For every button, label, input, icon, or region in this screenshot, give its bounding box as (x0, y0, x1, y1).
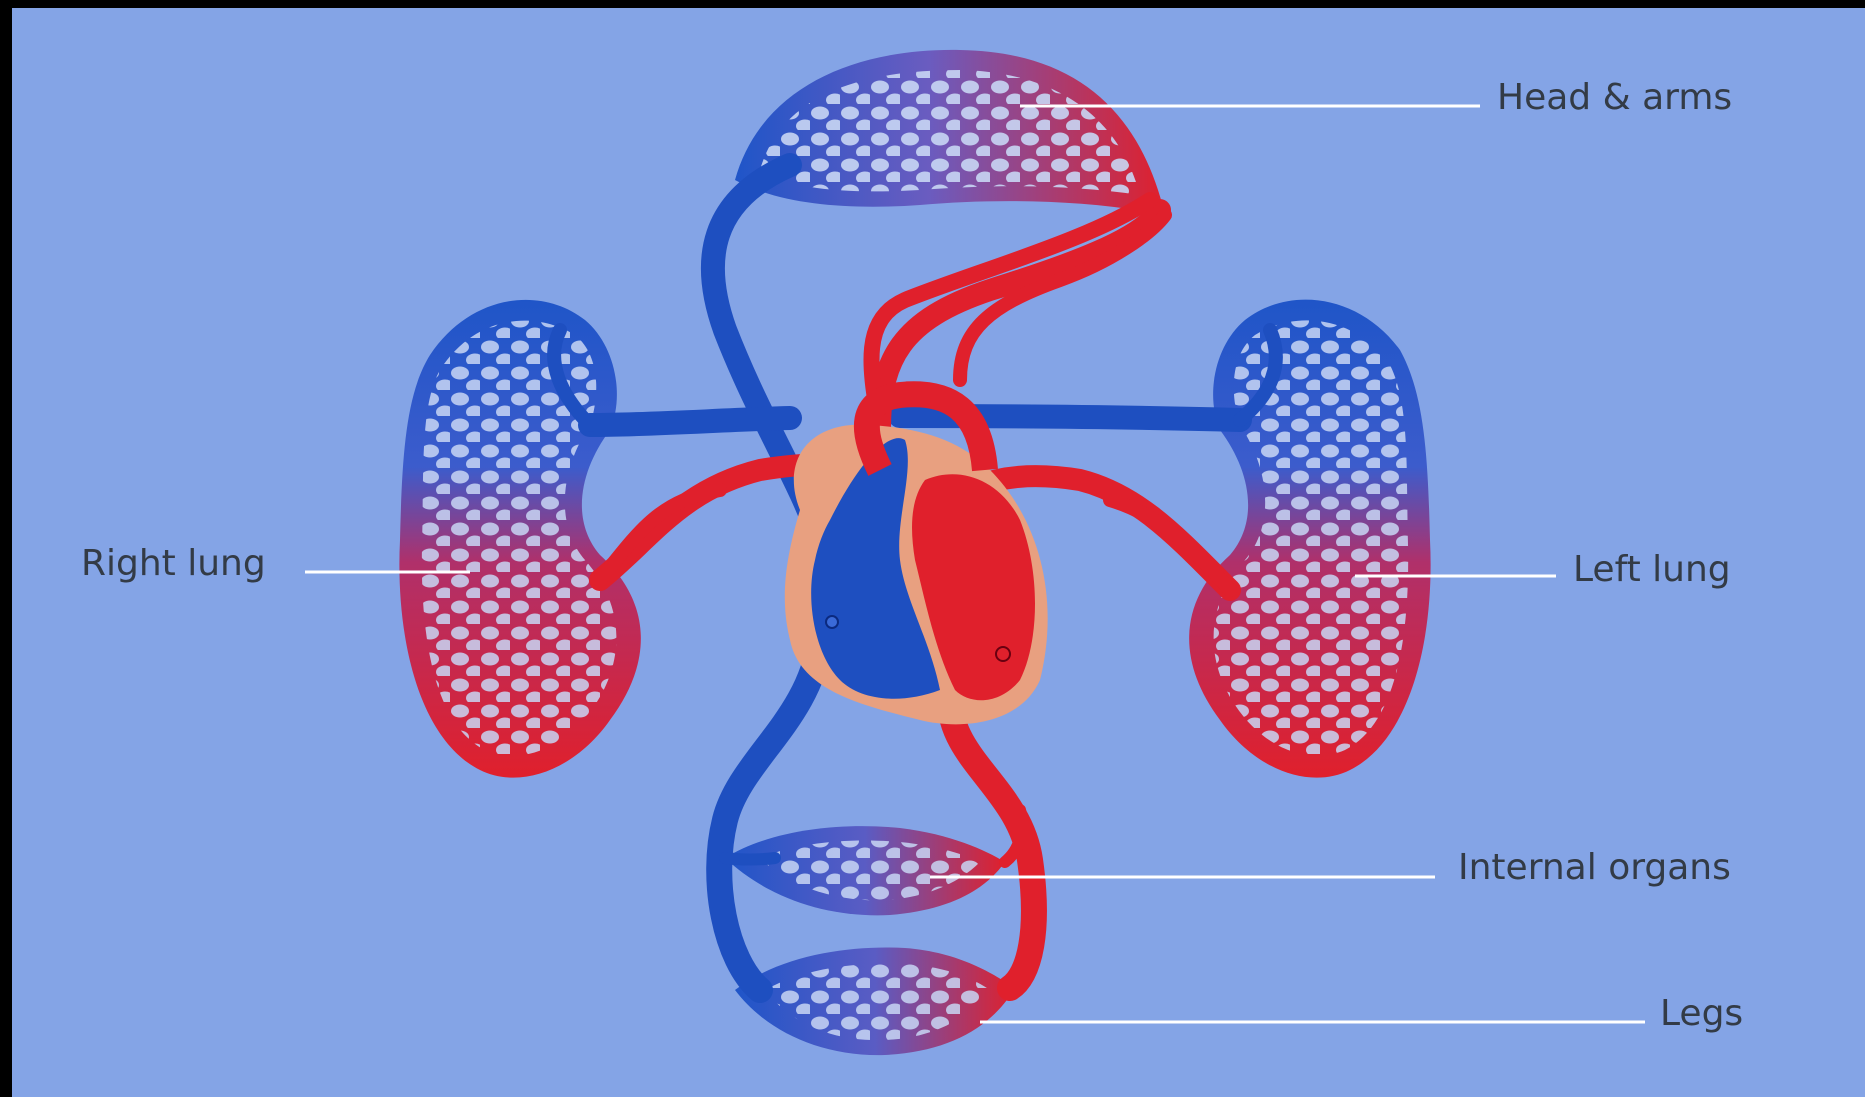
head-arms-capillary-bed (735, 50, 1165, 215)
heart (785, 394, 1048, 724)
internal-organs-capillary-bed (725, 826, 1005, 915)
label-internal-organs: Internal organs (1458, 850, 1731, 886)
left-lung-capillary-bed (1189, 300, 1430, 778)
label-head-arms: Head & arms (1497, 80, 1732, 116)
label-left-lung: Left lung (1573, 552, 1731, 588)
label-right-lung: Right lung (81, 546, 266, 582)
label-legs: Legs (1660, 996, 1743, 1032)
diagram-panel: Head & arms Right lung Left lung Interna… (12, 8, 1865, 1097)
legs-capillary-bed (735, 947, 1015, 1055)
right-lung-capillary-bed (399, 300, 640, 778)
